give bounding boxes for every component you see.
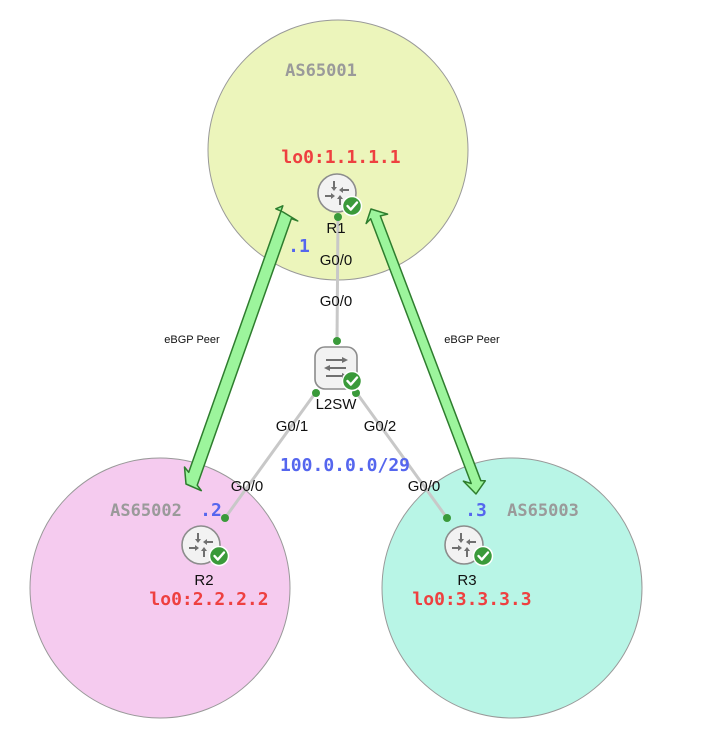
host-ip-r3: .3 [465,500,487,521]
loopback-r2: lo0:2.2.2.2 [149,589,268,610]
link-endpoint [443,514,451,522]
interface-l2sw-g0-2: G0/2 [364,418,397,435]
check-badge-icon [208,545,230,567]
router-name-r2: R2 [194,572,213,589]
subnet-label: 100.0.0.0/29 [280,455,410,476]
link-endpoint [312,389,320,397]
as65002-region [29,457,291,719]
check-badge-icon [341,370,363,392]
switch-l2sw[interactable] [314,346,363,392]
interface-r3-g0-0: G0/0 [408,478,441,495]
link-endpoint [221,514,229,522]
loopback-r1: lo0:1.1.1.1 [281,147,400,168]
router-name-r3: R3 [457,572,476,589]
router-name-r1: R1 [326,220,345,237]
check-badge-icon [472,545,494,567]
link-endpoint [333,337,341,345]
interface-r2-g0-0: G0/0 [231,478,264,495]
link-endpoint [334,213,342,221]
as-name-as65001: AS65001 [285,61,357,81]
interface-r1-g0-0: G0/0 [320,252,353,269]
link-r1-l2sw [335,215,340,343]
as65003-region [381,457,643,719]
ebgp-peer-arrow-r1-r2 [183,205,299,492]
loopback-r3: lo0:3.3.3.3 [412,589,531,610]
check-badge-icon [341,195,363,217]
ebgp-peer-label-r1-r2: eBGP Peer [164,334,220,346]
ebgp-peer-arrow-r1-r3 [365,208,487,495]
ebgp-peer-label-r1-r3: eBGP Peer [444,334,500,346]
as-name-as65002: AS65002 [110,501,182,521]
as-name-as65003: AS65003 [507,501,579,521]
link-l2sw-r3 [354,391,449,519]
host-ip-r1: .1 [288,236,310,257]
interface-l2sw-g0-0: G0/0 [320,293,353,310]
interface-l2sw-g0-1: G0/1 [276,418,309,435]
switch-name: L2SW [316,396,358,413]
host-ip-r2: .2 [200,500,222,521]
link-l2sw-r2 [223,391,318,519]
